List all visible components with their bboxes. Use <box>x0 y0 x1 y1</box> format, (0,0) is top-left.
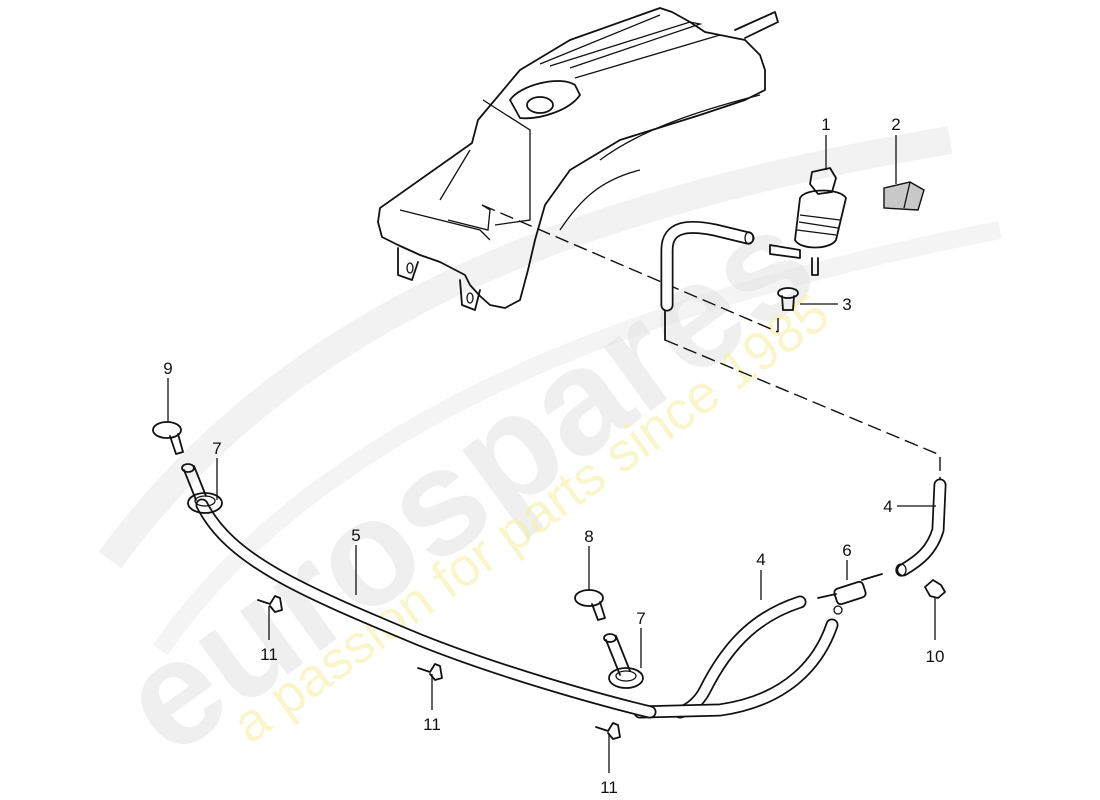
non-return-valve <box>817 573 883 615</box>
callout-4-lower: 4 <box>756 550 765 569</box>
callouts: 1 2 3 4 4 5 6 7 7 8 9 10 11 11 11 <box>163 115 944 797</box>
right-hose <box>895 478 947 577</box>
callout-11-c: 11 <box>600 778 618 797</box>
callout-1: 1 <box>821 115 830 134</box>
pump-grommet <box>777 287 799 311</box>
upper-hose <box>660 220 755 312</box>
callout-5: 5 <box>351 526 360 545</box>
callout-10: 10 <box>926 647 945 666</box>
line-holder-1 <box>257 595 283 613</box>
callout-4-right: 4 <box>883 497 892 516</box>
washer-line <box>195 498 657 719</box>
washer-reservoir <box>377 7 779 311</box>
callout-7-right: 7 <box>636 609 645 628</box>
callout-6: 6 <box>842 541 851 560</box>
callout-11-b: 11 <box>423 715 441 734</box>
foam-filter <box>883 181 925 211</box>
assembly-lines <box>481 204 941 480</box>
callout-7-left: 7 <box>212 439 221 458</box>
line-holder-2 <box>417 663 443 681</box>
callout-3: 3 <box>842 295 851 314</box>
callout-2: 2 <box>891 115 900 134</box>
left-spray-jet <box>152 421 184 455</box>
right-jet-grommet <box>603 633 644 689</box>
callout-8: 8 <box>584 527 593 546</box>
line-holder-3 <box>595 722 621 740</box>
callout-9: 9 <box>163 359 172 378</box>
left-jet-grommet <box>181 463 223 514</box>
washer-pump <box>769 167 847 276</box>
callout-leaders <box>167 135 936 773</box>
right-spray-jet <box>574 589 606 621</box>
lower-hose <box>633 595 839 719</box>
hose-clip <box>924 579 946 599</box>
callout-11-a: 11 <box>260 645 278 664</box>
